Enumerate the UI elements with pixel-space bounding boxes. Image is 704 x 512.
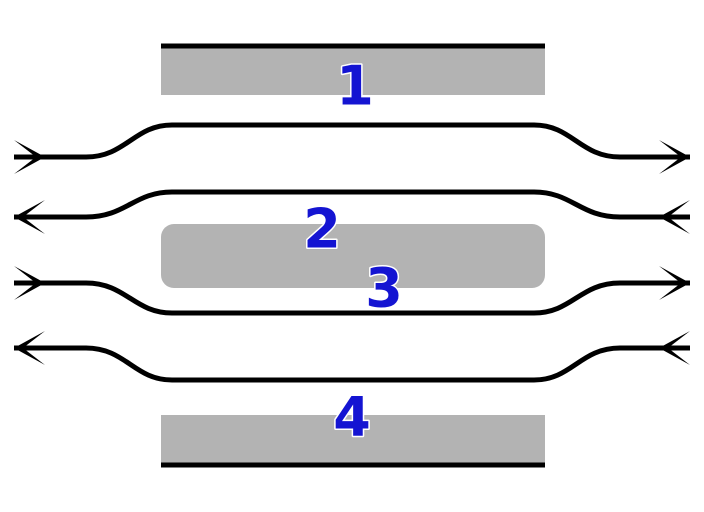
flow-channel-2 bbox=[14, 189, 690, 234]
arrow-right-icon bbox=[14, 266, 45, 300]
middle-plate bbox=[161, 224, 545, 288]
flow-channel-4 bbox=[14, 331, 690, 383]
arrow-right-icon bbox=[14, 140, 45, 174]
flow-channel-3-line bbox=[14, 280, 690, 316]
flow-channel-1 bbox=[14, 122, 690, 174]
label-3: 3 bbox=[365, 257, 403, 320]
plates-group bbox=[161, 43, 545, 468]
arrow-left-icon bbox=[14, 331, 45, 365]
flow-channel-4-line bbox=[14, 345, 690, 383]
bottom-plate bbox=[161, 415, 545, 463]
label-4: 4 bbox=[333, 386, 371, 449]
label-2: 2 bbox=[303, 198, 341, 261]
top-plate bbox=[161, 48, 545, 95]
labels-group: 1 2 3 4 bbox=[302, 53, 405, 450]
label-1: 1 bbox=[336, 55, 374, 118]
flow-channel-1-line bbox=[14, 122, 690, 160]
arrow-right-icon bbox=[659, 140, 690, 174]
arrow-left-icon bbox=[659, 200, 690, 234]
arrow-left-icon bbox=[659, 331, 690, 365]
flow-channel-2-line bbox=[14, 189, 690, 220]
arrow-right-icon bbox=[659, 266, 690, 300]
flow-channel-3 bbox=[14, 266, 690, 316]
arrow-left-icon bbox=[14, 200, 45, 234]
